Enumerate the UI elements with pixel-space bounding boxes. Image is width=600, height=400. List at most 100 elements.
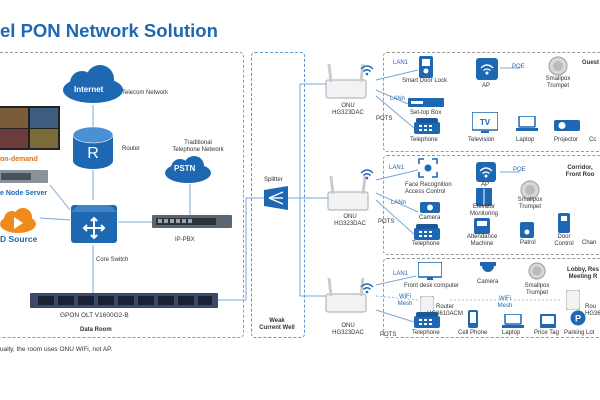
smallpox-trumpet-icon (528, 262, 546, 280)
device-label: Projector (554, 137, 579, 143)
source-label: D Source (0, 234, 38, 244)
node-server-label: e Node Server (0, 190, 48, 197)
on-demand-label: on-demand (0, 156, 38, 163)
device-label: Camera (419, 215, 441, 221)
device-label: Laptop (502, 330, 521, 336)
ip-pbx-label: IP-PBX (175, 237, 195, 243)
wifi-icon (360, 169, 374, 180)
laptop-icon (516, 116, 538, 131)
device-label: Smallpox Trumpet (545, 76, 571, 89)
node-server-icon (0, 170, 48, 183)
wifi-icon (360, 283, 374, 294)
door-control-icon (558, 213, 570, 233)
smallpox-trumpet-icon (520, 180, 540, 200)
device-label: Telephone (412, 241, 440, 247)
core-switch-icon (71, 205, 117, 243)
ap-icon (476, 162, 496, 182)
poe-label: POE (513, 167, 526, 173)
device-label: Television (468, 137, 495, 143)
projector-icon (554, 120, 580, 131)
device-label: Door Control (554, 234, 574, 247)
lobby-zone (383, 258, 600, 338)
device-label: Elevator Monitoring (469, 204, 498, 217)
elevator-icon (476, 188, 492, 206)
smallpox-trumpet-icon (548, 56, 568, 76)
wifi-mesh-label: WiFi Mesh (497, 296, 513, 309)
device-label: AP (481, 182, 490, 188)
gpon-olt-icon (30, 293, 218, 308)
video-source-icon (0, 208, 36, 233)
device-label: Camera (477, 279, 499, 285)
device-label: Front desk computer (404, 283, 460, 289)
traditional-telephone-network-label: Traditional Telephone Network (172, 140, 224, 153)
video-display-icon (0, 106, 60, 150)
splitter-icon (264, 186, 288, 210)
pots-label: POTS (378, 219, 395, 225)
patrol-icon (520, 222, 534, 238)
wifi-icon (360, 65, 374, 76)
lan1-label: LAN1 (389, 165, 405, 171)
lan1-label: LAN1 (393, 60, 409, 66)
telecom-network-label: Telecom Network (122, 90, 169, 96)
device-label: Laptop (516, 137, 535, 143)
device-label: Telephone (410, 137, 438, 143)
parking-lot-icon: P (570, 310, 586, 326)
weak-current-well-zone (251, 52, 305, 338)
device-label: Parking Lot (564, 330, 595, 336)
onu-3-label: ONU HG323DAC (332, 323, 364, 336)
router-icon: R (72, 126, 114, 169)
telephone-icon (414, 118, 440, 134)
pstn-cloud-icon (165, 156, 211, 183)
mesh-router-icon (566, 290, 580, 310)
camera-icon (420, 202, 440, 213)
wifi-mesh-label: WiFi Mesh (397, 294, 413, 307)
device-label: Telephone (412, 330, 440, 336)
svg-text:P: P (575, 314, 581, 324)
attendance-machine-icon (474, 218, 490, 234)
device-label: Chan (582, 240, 597, 246)
mesh-router-icon (420, 296, 434, 316)
camera-dome-icon (480, 262, 496, 272)
face-recognition-icon (418, 158, 438, 178)
lann-label: LANn (390, 96, 406, 102)
corridor-zone (383, 155, 600, 255)
weak-current-well-label: Weak Current Well (259, 318, 295, 331)
guest-area-label: Guest (582, 60, 600, 66)
telephone-icon (414, 312, 440, 328)
ip-pbx-icon (152, 215, 232, 228)
onu-router-icon (325, 64, 367, 99)
device-label: Set-top Box (410, 110, 442, 116)
onu-1-label: ONU HG323DAC (332, 103, 364, 116)
device-label: Cc (589, 137, 597, 143)
smart-door-lock-icon (419, 56, 433, 78)
svg-text:TV: TV (480, 118, 491, 127)
internet-label: Internet (74, 85, 104, 94)
device-label: Price Tag (534, 330, 559, 336)
olt-label: GPON OLT V1600G2-B (60, 312, 129, 319)
device-label: Cell Phone (458, 330, 488, 336)
router-hg3610acm-label: Router HG3610ACM (427, 304, 463, 317)
lan1-label: LAN1 (393, 271, 409, 277)
onu-router-icon (327, 176, 369, 211)
ap-icon (476, 58, 498, 80)
data-room-zone (0, 52, 244, 338)
splitter-label: Splitter (264, 177, 283, 183)
device-label: Attendance Machine (466, 234, 498, 247)
onu-2-label: ONU HG323DAC (334, 214, 366, 227)
cell-phone-icon (468, 310, 478, 328)
pots-label: POTS (376, 116, 393, 122)
corridor-area-label: Corridor, Front Roo (565, 165, 595, 178)
television-icon: TV (472, 112, 498, 133)
lobby-area-label: Lobby, Res Meeting R (567, 267, 599, 280)
device-label: Smallpox Trumpet (524, 283, 550, 296)
footnote: ually, the room uses ONU WiFi, not AP. (0, 346, 113, 353)
device-label: AP (482, 83, 491, 89)
router-label: Router (122, 146, 141, 152)
device-label: Smallpox Trumpet (517, 197, 543, 210)
telephone-icon (414, 224, 440, 240)
router-hg3610-label-right: Rou HG361 (585, 304, 600, 317)
device-label: Face Recognition Access Control (405, 182, 452, 195)
data-room-label: Data Room (80, 327, 112, 333)
price-tag-icon (540, 314, 556, 328)
